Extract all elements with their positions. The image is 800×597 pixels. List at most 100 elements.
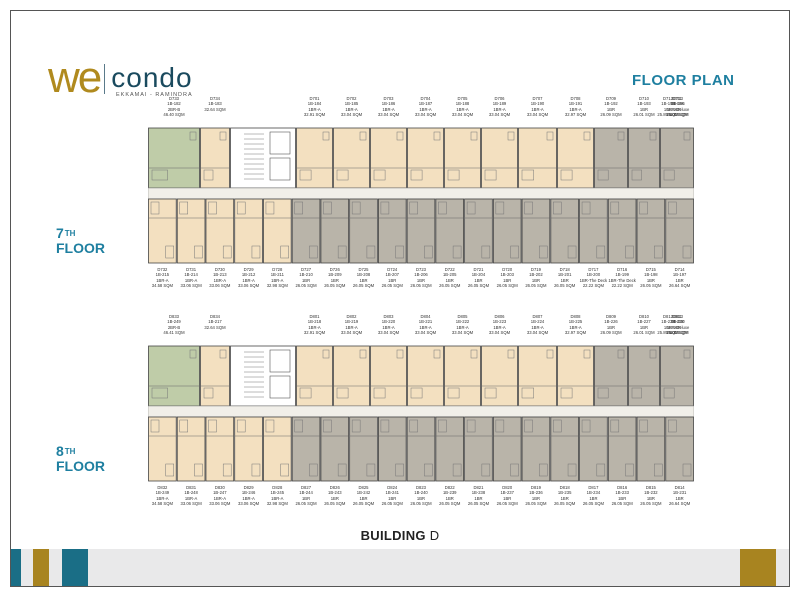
- floor-7-bottom-12-unit-l2: 1B-203: [500, 272, 514, 278]
- floor-7-top-11-unit-l3: 1BR: [639, 106, 649, 112]
- floor-7-bottom-13-unit-l4: 26.05 SQM: [525, 282, 547, 288]
- floor-8-bottom-1-unit-l3: 1BR-A: [184, 495, 198, 501]
- floor-8-bottom-13-unit-l3: 1BR: [531, 495, 541, 501]
- floor-7-bottom-15-unit-l3: 1BR-The Deck: [579, 277, 608, 283]
- unit-bottom: [492, 416, 522, 482]
- floor-7-top-14-unit-l4: 33.23 SQM: [667, 111, 689, 117]
- floor-8-top-1-unit-l2: 1B-217: [208, 319, 222, 325]
- unit-bottom: [550, 416, 579, 482]
- floor-7-top-2-unit-l3: 1BR-A: [308, 106, 321, 112]
- unit-top: [518, 127, 557, 189]
- unit-bottom: [579, 198, 608, 264]
- floor-7-top-7-unit-l2: 1B-189: [492, 101, 507, 107]
- floor-8-bottom-0-unit-l4: 34.58 SQM: [151, 500, 173, 506]
- unit-top: [296, 127, 333, 189]
- floor-7-bottom-18-unit-l2: 1B-197: [672, 272, 687, 278]
- floor-8-bottom-3-unit-l3: 1BR-A: [242, 495, 255, 501]
- unit-bottom: [148, 416, 177, 482]
- floor-7-top-2-unit-l4: 32.91 SQM: [303, 111, 326, 117]
- floor-7-top-7-unit-l3: 1BR-A: [493, 106, 506, 112]
- floor-8-top-9-unit-l4: 32.97 SQM: [564, 329, 587, 335]
- floor-8-top-6-unit-l2: 1B-222: [455, 319, 470, 325]
- floor-8-bottom-1-unit-l1: D831: [186, 485, 197, 490]
- floor-7-top-4-unit-l4: 33.04 SQM: [377, 111, 400, 117]
- floor-7-bottom-12-unit-l1: D720: [502, 267, 513, 272]
- floor-8-bottom-5-unit-l1: D827: [301, 485, 312, 490]
- floor-7-bottom-11-unit-l2: 1B-204: [471, 272, 486, 278]
- floor-7-plan-drawing: [148, 127, 694, 264]
- floor-8-bottom-13-unit-l4: 26.05 SQM: [525, 500, 547, 506]
- unit-bottom: [320, 416, 350, 482]
- floor-8-bottom-0-unit-l3: 1BR-A: [156, 495, 169, 501]
- unit-bottom: [377, 416, 407, 482]
- floor-7-bottom-5-unit-l4: 26.05 SQM: [295, 282, 317, 288]
- floor-7-bottom-18-unit-l3: 1BR: [675, 277, 684, 283]
- floor-7-top-6-unit-l3: 1BR-A: [456, 106, 469, 112]
- building-word: BUILDING: [360, 528, 426, 543]
- floor-8-top-3-unit-l2: 1B-219: [344, 319, 359, 325]
- floor-8-bottom-8-unit-l1: D824: [387, 485, 398, 490]
- floor-7-bottom-1-unit-l4: 33.06 SQM: [180, 282, 202, 288]
- floor-8-top-2-unit-l1: D801: [309, 314, 320, 319]
- unit-bottom: [636, 198, 666, 264]
- floor-7-top-11-unit-l2: 1B-193: [637, 101, 651, 107]
- floor-8-top-14-unit-l1: D813: [672, 314, 683, 319]
- floor-7-top-8-unit-l4: 33.04 SQM: [526, 111, 549, 117]
- floor-7-top-10-unit-l2: 1B-192: [604, 101, 618, 107]
- floor-7-top-13-unit-l2: 1B-195: [661, 101, 675, 107]
- floor-7-top-3-unit-l3: 1BR-A: [345, 106, 358, 112]
- floor-8-top-0-unit-l4: 46.41 SQM: [163, 329, 185, 335]
- floor-7-bottom-11-unit-l4: 26.05 SQM: [467, 282, 490, 288]
- floor-8-bottom-16-unit-l3: 1BR: [618, 495, 627, 501]
- floor-8-top-4-unit-l4: 33.04 SQM: [377, 329, 400, 335]
- floor-8-top-12-unit-l1: D811: [672, 314, 682, 319]
- floor-7-top-11-unit-l4: 26.01 SQM: [633, 111, 655, 117]
- floor-8-bottom-3-unit-l1: D829: [243, 485, 254, 490]
- unit-top: [333, 127, 370, 189]
- floor-7-top-5-unit-l2: 1B-187: [418, 101, 433, 107]
- floor-7-bottom-6-unit-l3: 1BR: [330, 277, 339, 283]
- floor-8-top-6-unit-l3: 1BR-A: [456, 324, 469, 330]
- unit-top: [148, 345, 200, 407]
- unit-bottom: [665, 198, 694, 264]
- floor-8-bottom-9-unit-l1: D823: [415, 485, 426, 490]
- floor-8-bottom-6-unit-l1: D826: [329, 485, 340, 490]
- floor-8-top-2-unit-l4: 32.91 SQM: [303, 329, 326, 335]
- unit-top: [518, 345, 557, 407]
- footer-bar: [11, 549, 789, 586]
- floor-8-bottom-2-unit-l3: 1BR-A: [213, 495, 226, 501]
- unit-top: [407, 345, 444, 407]
- floor-8-top-1-unit-l1: D834: [209, 314, 220, 319]
- floor-8-top-14-unit-l4: 33.23 SQM: [667, 329, 689, 335]
- unit-bottom: [263, 198, 292, 264]
- floor-7-top-1-unit-l1: D734: [209, 96, 220, 101]
- floor-8-bottom-14-unit-l1: D818: [559, 485, 570, 490]
- unit-bottom: [263, 416, 292, 482]
- floor-7-bottom-18-unit-l4: 26.64 SQM: [669, 282, 691, 288]
- floor-8-bottom-12-unit-l1: D820: [502, 485, 513, 490]
- floor-8-top-12-unit-l4: 26.01 SQM: [666, 329, 688, 335]
- floor-8-top-0-unit-l2: 1B-249: [167, 319, 181, 325]
- unit-bottom: [550, 198, 579, 264]
- floor-8-top-4-unit-l3: 1BR-A: [382, 324, 395, 330]
- floor-7-bottom-11-unit-l1: D721: [473, 267, 484, 272]
- logo-condo: condo: [111, 62, 193, 93]
- floor-8-bottom-15-unit-l4: 26.05 SQM: [582, 500, 604, 506]
- floor-8-bottom-3-unit-l2: 1B-246: [241, 490, 256, 496]
- floor-8-bottom-18-unit-l4: 26.64 SQM: [669, 500, 691, 506]
